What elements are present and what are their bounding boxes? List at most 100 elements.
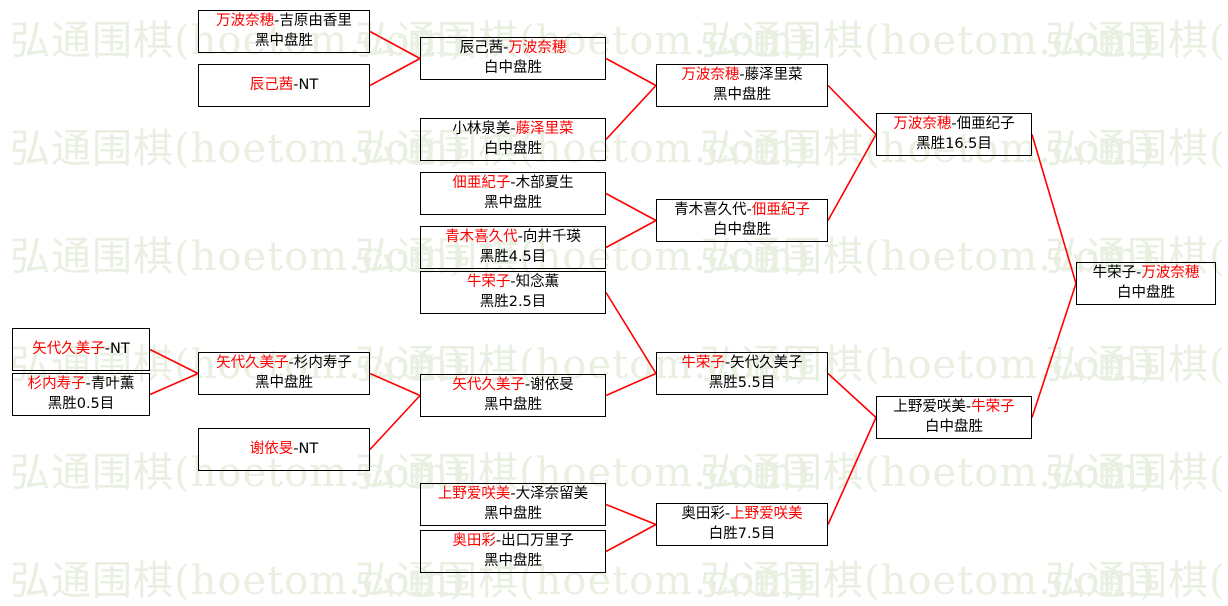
bracket-match-node: 上野爱咲美-牛荣子白中盘胜 (876, 396, 1032, 439)
match-result: 白中盘胜 (713, 221, 771, 238)
player-separator: - (495, 532, 502, 549)
player-separator: - (510, 120, 516, 137)
player-loser: 吉原由香里 (279, 12, 352, 29)
bracket-connector (605, 219, 657, 249)
player-winner: 奥田彩 (452, 532, 496, 549)
player-loser: 杉内寿子 (293, 354, 352, 371)
bracket-match-node: 矢代久美子-谢依旻黑中盘胜 (420, 374, 606, 417)
player-loser: 出口万里子 (501, 532, 574, 549)
bracket-match-node: 奥田彩-出口万里子黑中盘胜 (420, 530, 606, 573)
player-separator: - (510, 273, 516, 290)
match-result: 黑胜2.5目 (479, 293, 547, 310)
player-separator: - (517, 228, 523, 245)
bracket-connector (369, 372, 421, 397)
player-winner: 青木喜久代 (445, 228, 518, 245)
player-separator: - (288, 354, 294, 371)
player-winner: 万波奈穂 (681, 66, 740, 83)
player-winner: 万波奈穂 (893, 115, 952, 132)
player-loser: 牛荣子 (1092, 264, 1137, 281)
match-result: 黑中盘胜 (484, 505, 542, 522)
player-separator: - (724, 354, 731, 371)
player-loser: NT (110, 340, 130, 357)
player-separator: - (965, 398, 972, 415)
player-separator: - (746, 201, 752, 218)
player-loser: 佃亜纪子 (956, 115, 1015, 132)
bracket-connector (827, 134, 877, 221)
player-loser: 知念薫 (515, 273, 560, 290)
player-winner: 上野爱咲美 (730, 505, 803, 522)
player-loser: 藤泽里菜 (744, 66, 803, 83)
bracket-match-node: 谢依旻-NT (198, 428, 370, 471)
bracket-match-node: 辰己茜-万波奈穂白中盘胜 (420, 37, 606, 80)
match-players: 万波奈穂-佃亜纪子 (893, 115, 1014, 135)
match-result: 黑中盘胜 (255, 374, 313, 391)
bracket-match-node: 万波奈穂-藤泽里菜黑中盘胜 (656, 64, 828, 107)
player-loser: NT (298, 76, 319, 93)
bracket-match-node: 矢代久美子-杉内寿子黑中盘胜 (198, 352, 370, 395)
player-winner: 谢依旻 (249, 440, 294, 457)
player-separator: - (524, 376, 531, 393)
player-loser: 木部夏生 (515, 174, 574, 191)
bracket-match-node: 牛荣子-矢代久美子黑胜5.5目 (656, 352, 828, 395)
bracket-match-node: 上野爱咲美-大泽奈留美黑中盘胜 (420, 483, 606, 526)
match-result: 黑中盘胜 (484, 194, 542, 211)
match-result: 黑胜4.5目 (479, 248, 547, 265)
player-separator: - (503, 39, 509, 56)
player-loser: 矢代久美子 (730, 354, 803, 371)
match-players: 万波奈穂-藤泽里菜 (681, 66, 802, 86)
match-players: 谢依旻-NT (250, 440, 318, 460)
bracket-connector (827, 417, 877, 525)
bracket-connector (605, 372, 657, 397)
player-separator: - (104, 340, 110, 357)
match-players: 矢代久美子-NT (32, 340, 129, 360)
player-loser: 大泽奈留美 (515, 485, 589, 502)
match-result: 白中盘胜 (1117, 284, 1175, 301)
match-players: 牛荣子-矢代久美子 (681, 354, 802, 374)
player-winner: 藤泽里菜 (515, 120, 574, 137)
bracket-match-node: 万波奈穂-吉原由香里黑中盘胜 (198, 10, 370, 53)
bracket-match-node: 杉内寿子-青叶薫黑胜0.5目 (12, 373, 150, 416)
match-players: 青木喜久代-佃亜紀子 (674, 201, 810, 221)
match-result: 白中盘胜 (925, 418, 983, 435)
player-loser: 青木喜久代 (674, 201, 747, 218)
player-loser: 奥田彩 (681, 505, 725, 522)
match-result: 白中盘胜 (484, 59, 542, 76)
player-winner: 万波奈穂 (1141, 264, 1200, 281)
match-players: 矢代久美子-谢依旻 (452, 376, 573, 396)
player-separator: - (739, 66, 745, 83)
bracket-match-node: 青木喜久代-佃亜紀子白中盘胜 (656, 199, 828, 242)
bracket-match-node: 万波奈穂-佃亜纪子黑胜16.5目 (876, 113, 1032, 156)
match-result: 黑胜5.5目 (708, 374, 776, 391)
match-result: 黑中盘胜 (255, 32, 313, 49)
match-players: 杉内寿子-青叶薫 (28, 375, 135, 395)
bracket-connector (605, 192, 657, 222)
player-separator: - (274, 12, 280, 29)
player-winner: 牛荣子 (971, 398, 1015, 415)
bracket-connector (827, 84, 877, 136)
player-separator: - (510, 485, 516, 502)
match-players: 辰己茜-万波奈穂 (460, 39, 567, 59)
player-separator: - (85, 375, 91, 392)
bracket-match-node: 佃亜紀子-木部夏生黑中盘胜 (420, 172, 606, 215)
player-loser: 小林泉美 (452, 120, 511, 137)
bracket-match-node: 矢代久美子-NT (12, 328, 150, 371)
match-players: 佃亜紀子-木部夏生 (452, 174, 573, 194)
bracket-match-node: 牛荣子-万波奈穂白中盘胜 (1076, 262, 1216, 305)
player-winner: 上野爱咲美 (437, 485, 511, 502)
bracket-connector (149, 348, 199, 375)
player-winner: 辰己茜 (249, 76, 294, 93)
bracket-connector (605, 523, 657, 553)
player-winner: 牛荣子 (681, 354, 725, 371)
match-players: 青木喜久代-向井千瑛 (445, 228, 581, 248)
bracket-connector (369, 394, 421, 451)
match-result: 白胜7.5目 (708, 525, 776, 542)
player-separator: - (510, 174, 516, 191)
player-loser: 辰己茜 (459, 39, 504, 56)
player-winner: 杉内寿子 (27, 375, 86, 392)
bracket-match-node: 辰己茜-NT (198, 64, 370, 107)
bracket-connector (605, 503, 657, 526)
bracket-connector (369, 57, 421, 87)
match-players: 牛荣子-知念薫 (467, 273, 559, 293)
match-result: 黑胜16.5目 (916, 135, 992, 152)
player-winner: 佃亜紀子 (452, 174, 511, 191)
